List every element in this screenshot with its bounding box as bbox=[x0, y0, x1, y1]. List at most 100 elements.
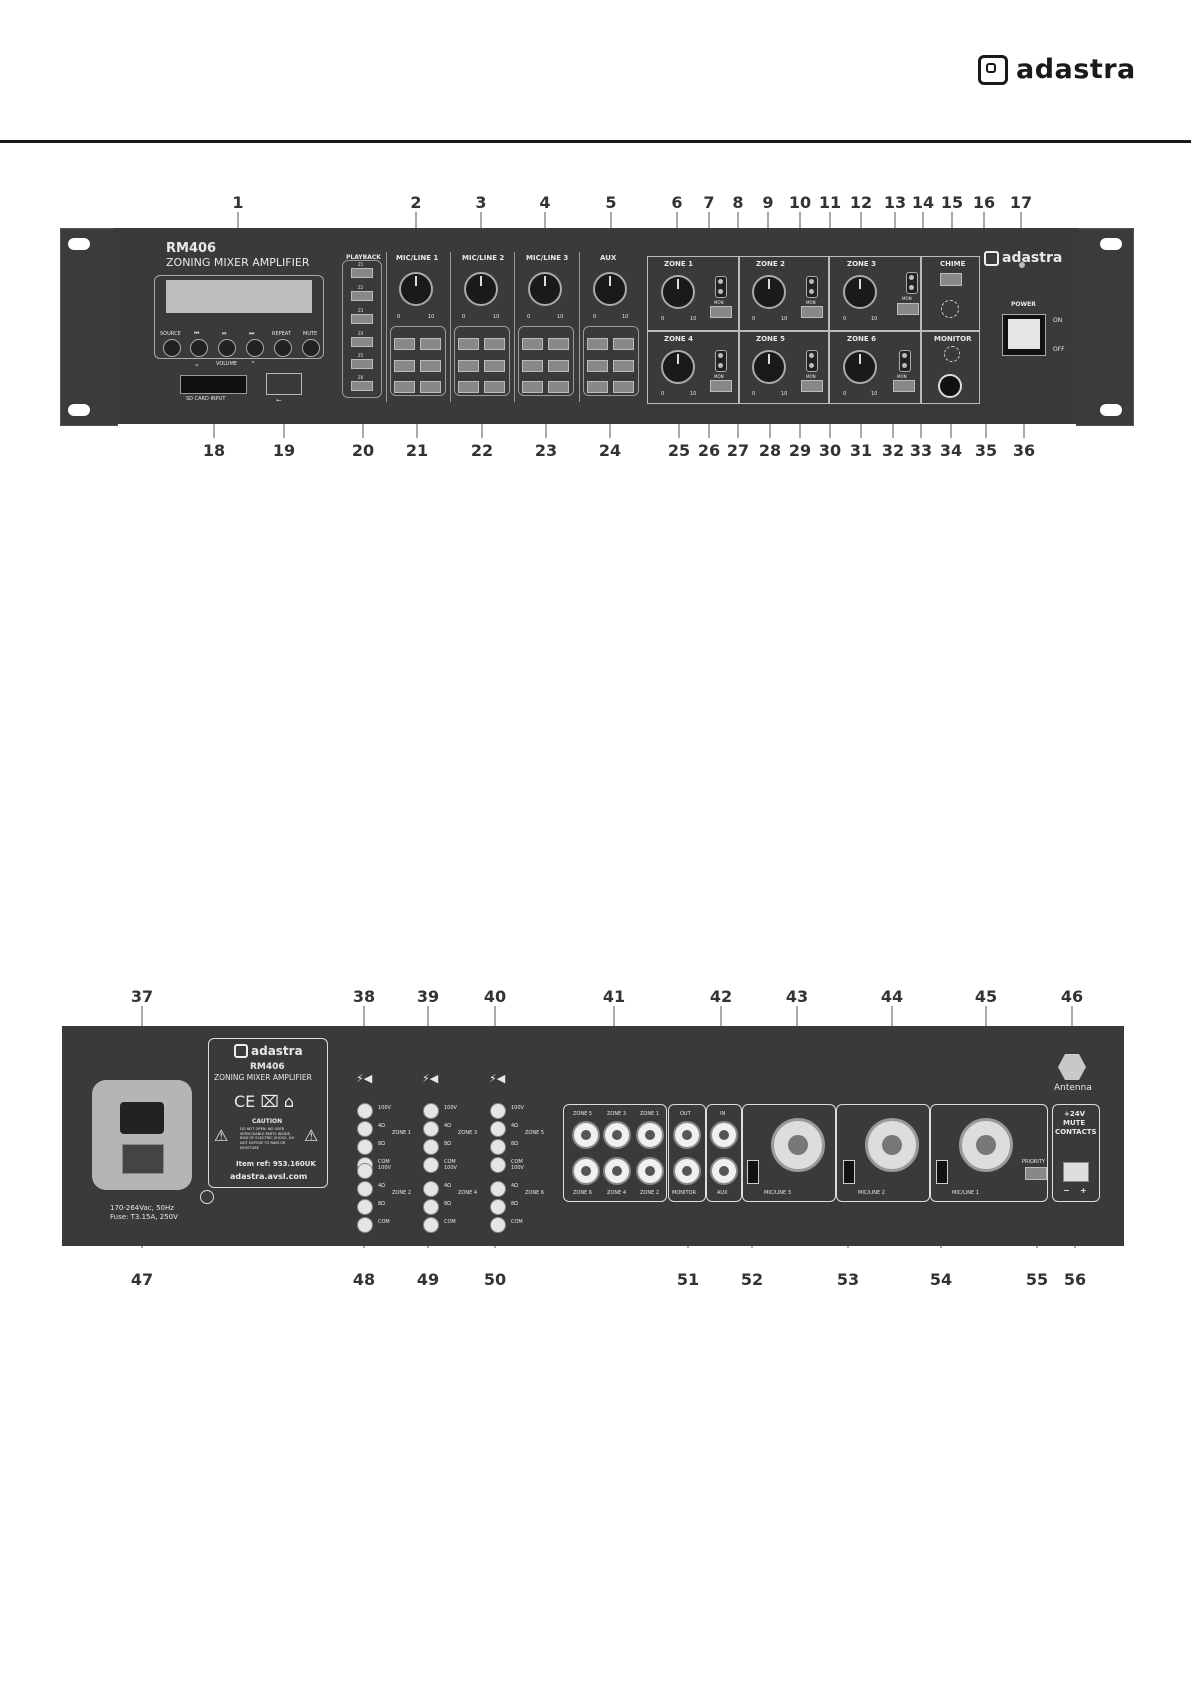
fuse-holder[interactable] bbox=[122, 1144, 164, 1174]
terminal[interactable] bbox=[423, 1199, 439, 1215]
zone-assign-button[interactable] bbox=[522, 360, 543, 372]
zone-1-line-out[interactable] bbox=[636, 1121, 664, 1149]
terminal[interactable] bbox=[357, 1163, 373, 1179]
terminal[interactable] bbox=[490, 1199, 506, 1215]
terminal[interactable] bbox=[490, 1157, 506, 1173]
zone-3-line-out[interactable] bbox=[603, 1121, 631, 1149]
zone-assign-button[interactable] bbox=[484, 338, 505, 350]
monitor-out-l[interactable] bbox=[673, 1121, 701, 1149]
terminal[interactable] bbox=[357, 1181, 373, 1197]
zone-3-volume-knob[interactable] bbox=[843, 275, 877, 309]
playback-z6-button[interactable] bbox=[351, 381, 373, 391]
repeat-button[interactable] bbox=[274, 339, 292, 357]
mic-line-3-volume-knob[interactable] bbox=[528, 272, 562, 306]
zone-6-volume-knob[interactable] bbox=[843, 350, 877, 384]
next-button[interactable] bbox=[246, 339, 264, 357]
zone-6-line-out[interactable] bbox=[572, 1157, 600, 1185]
zone-assign-button[interactable] bbox=[458, 381, 479, 393]
terminal[interactable] bbox=[490, 1139, 506, 1155]
playback-z2-button[interactable] bbox=[351, 291, 373, 301]
terminal[interactable] bbox=[423, 1181, 439, 1197]
zone-assign-button[interactable] bbox=[548, 381, 569, 393]
aux-in-l[interactable] bbox=[710, 1121, 738, 1149]
chime-button[interactable] bbox=[940, 273, 962, 286]
playback-z1-button[interactable] bbox=[351, 268, 373, 278]
source-button[interactable] bbox=[163, 339, 181, 357]
zone-assign-button[interactable] bbox=[613, 338, 634, 350]
zone-assign-button[interactable] bbox=[587, 381, 608, 393]
zone-1-mon-button[interactable] bbox=[710, 306, 732, 318]
zone-2-line-out[interactable] bbox=[636, 1157, 664, 1185]
priority-button[interactable] bbox=[1025, 1167, 1047, 1180]
zone-assign-button[interactable] bbox=[548, 338, 569, 350]
zone-4-volume-knob[interactable] bbox=[661, 350, 695, 384]
terminal[interactable] bbox=[490, 1181, 506, 1197]
zone-4-line-out[interactable] bbox=[603, 1157, 631, 1185]
mute-button[interactable] bbox=[302, 339, 320, 357]
zone-assign-button[interactable] bbox=[587, 360, 608, 372]
playback-z4-button[interactable] bbox=[351, 337, 373, 347]
mic-line-3-phantom-switch[interactable] bbox=[747, 1160, 759, 1184]
mic-line-1-combo-jack[interactable] bbox=[959, 1118, 1013, 1172]
terminal[interactable] bbox=[490, 1103, 506, 1119]
headphone-jack[interactable] bbox=[938, 374, 962, 398]
zone-assign-button[interactable] bbox=[522, 338, 543, 350]
mic-line-3-combo-jack[interactable] bbox=[771, 1118, 825, 1172]
zone-6-mon-button[interactable] bbox=[893, 380, 915, 392]
playback-z5-button[interactable] bbox=[351, 359, 373, 369]
iec-socket[interactable] bbox=[120, 1102, 164, 1134]
zone-assign-button[interactable] bbox=[613, 360, 634, 372]
zone-assign-button[interactable] bbox=[522, 381, 543, 393]
zone-1-volume-knob[interactable] bbox=[661, 275, 695, 309]
prev-button[interactable] bbox=[190, 339, 208, 357]
terminal[interactable] bbox=[490, 1217, 506, 1233]
zone-4-mon-button[interactable] bbox=[710, 380, 732, 392]
zone-assign-button[interactable] bbox=[587, 338, 608, 350]
mic-line-2-combo-jack[interactable] bbox=[865, 1118, 919, 1172]
monitor-volume-trim[interactable] bbox=[944, 346, 960, 362]
zone-assign-button[interactable] bbox=[613, 381, 634, 393]
terminal[interactable] bbox=[423, 1157, 439, 1173]
zone-assign-button[interactable] bbox=[458, 360, 479, 372]
zone-3-mon-button[interactable] bbox=[897, 303, 919, 315]
mic-line-1-phantom-switch[interactable] bbox=[936, 1160, 948, 1184]
sd-card-slot[interactable] bbox=[180, 375, 247, 394]
zone-assign-button[interactable] bbox=[394, 381, 415, 393]
mic-line-2-phantom-switch[interactable] bbox=[843, 1160, 855, 1184]
terminal[interactable] bbox=[357, 1217, 373, 1233]
terminal[interactable] bbox=[357, 1103, 373, 1119]
zone-assign-button[interactable] bbox=[420, 381, 441, 393]
aux-volume-knob[interactable] bbox=[593, 272, 627, 306]
chime-volume-trim[interactable] bbox=[941, 300, 959, 318]
zone-assign-button[interactable] bbox=[484, 360, 505, 372]
zone-5-mon-button[interactable] bbox=[801, 380, 823, 392]
play-pause-button[interactable] bbox=[218, 339, 236, 357]
zone-assign-button[interactable] bbox=[394, 360, 415, 372]
terminal[interactable] bbox=[423, 1217, 439, 1233]
terminal[interactable] bbox=[357, 1121, 373, 1137]
terminal[interactable] bbox=[357, 1199, 373, 1215]
zone-assign-button[interactable] bbox=[548, 360, 569, 372]
usb-port[interactable] bbox=[266, 373, 302, 395]
zone-assign-button[interactable] bbox=[458, 338, 479, 350]
zone-2-volume-knob[interactable] bbox=[752, 275, 786, 309]
zone-2-mon-button[interactable] bbox=[801, 306, 823, 318]
power-switch[interactable] bbox=[1002, 314, 1046, 356]
aux-in-r[interactable] bbox=[710, 1157, 738, 1185]
terminal[interactable] bbox=[357, 1139, 373, 1155]
zone-assign-button[interactable] bbox=[420, 338, 441, 350]
mic-line-1-volume-knob[interactable] bbox=[399, 272, 433, 306]
zone-5-line-out[interactable] bbox=[572, 1121, 600, 1149]
playback-z3-button[interactable] bbox=[351, 314, 373, 324]
terminal[interactable] bbox=[423, 1121, 439, 1137]
mic-line-2-volume-knob[interactable] bbox=[464, 272, 498, 306]
terminal[interactable] bbox=[423, 1103, 439, 1119]
monitor-out-r[interactable] bbox=[673, 1157, 701, 1185]
zone-assign-button[interactable] bbox=[394, 338, 415, 350]
zone-assign-button[interactable] bbox=[420, 360, 441, 372]
mute-contacts-terminal[interactable] bbox=[1063, 1162, 1089, 1182]
zone-5-volume-knob[interactable] bbox=[752, 350, 786, 384]
terminal[interactable] bbox=[423, 1139, 439, 1155]
terminal[interactable] bbox=[490, 1121, 506, 1137]
zone-assign-button[interactable] bbox=[484, 381, 505, 393]
